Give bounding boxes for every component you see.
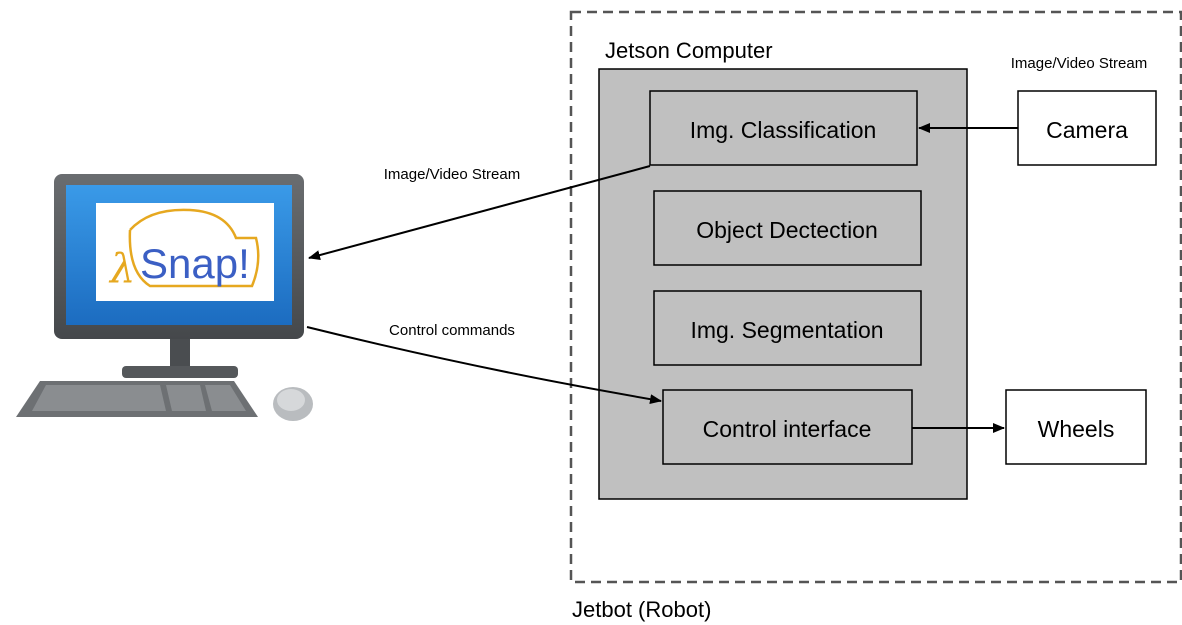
module-object-detection-label: Object Dectection — [696, 217, 878, 243]
module-img-classification: Img. Classification — [649, 90, 918, 166]
module-img-segmentation: Img. Segmentation — [653, 290, 922, 366]
snap-logo — [96, 203, 274, 301]
camera-label: Camera — [1046, 117, 1128, 143]
edge-pc-stream-label: Image/Video Stream — [384, 166, 520, 183]
module-control-interface: Control interface — [662, 389, 913, 465]
snap-logo-text: Snap! — [140, 240, 250, 287]
module-control-interface-label: Control interface — [703, 416, 872, 442]
snap-logo-lambda: λ — [108, 246, 135, 292]
robot-boundary — [569, 10, 1182, 584]
wheels-node: Wheels — [1005, 389, 1147, 465]
edge-control-commands-label: Control commands — [389, 322, 515, 339]
desktop-computer-icon: λ Snap! — [16, 174, 313, 421]
edge-classification-to-pc — [308, 165, 651, 260]
wheels-label: Wheels — [1038, 416, 1115, 442]
camera-node: Camera — [1017, 90, 1157, 166]
edge-pc-to-control — [306, 326, 662, 405]
mouse-icon — [273, 387, 313, 421]
module-img-segmentation-label: Img. Segmentation — [690, 317, 883, 343]
robot-label: Jetbot (Robot) — [572, 597, 711, 622]
edge-camera-stream-label: Image/Video Stream — [1011, 55, 1147, 72]
module-img-classification-label: Img. Classification — [690, 117, 877, 143]
module-object-detection: Object Dectection — [653, 190, 922, 266]
jetson-title: Jetson Computer — [605, 38, 773, 63]
